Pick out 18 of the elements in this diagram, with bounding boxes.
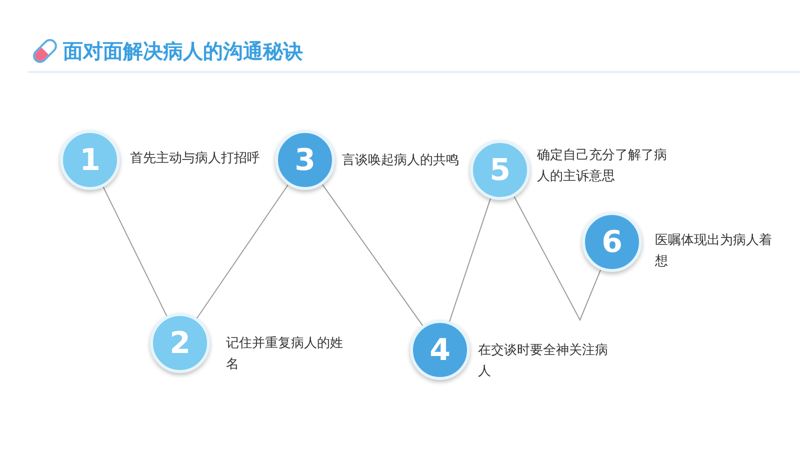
step-text: 医嘱体现出为病人着想: [655, 232, 773, 271]
number-circle: 1: [60, 130, 120, 190]
number-circle: 2: [150, 313, 210, 373]
number-circle: 6: [582, 212, 642, 272]
connector-line: [514, 196, 602, 322]
step-text: 首先主动与病人打招呼: [130, 150, 261, 168]
connector-line: [196, 184, 289, 319]
connector-line: [322, 184, 424, 326]
step-text: 言谈唤起病人的共鸣: [342, 152, 460, 170]
step-text: 记住并重复病人的姓名: [226, 335, 344, 374]
number-circle: 3: [275, 130, 335, 190]
step-text: 确定自己充分了解了病人的主诉意思: [537, 147, 668, 186]
number-circle: 4: [410, 320, 470, 380]
connector-line: [448, 198, 492, 322]
connector-line: [102, 186, 168, 317]
step-text: 在交谈时要全神关注病人: [478, 342, 608, 381]
title: 面对面解决病人的沟通秘诀: [63, 38, 303, 65]
number-circle: 5: [470, 140, 530, 200]
